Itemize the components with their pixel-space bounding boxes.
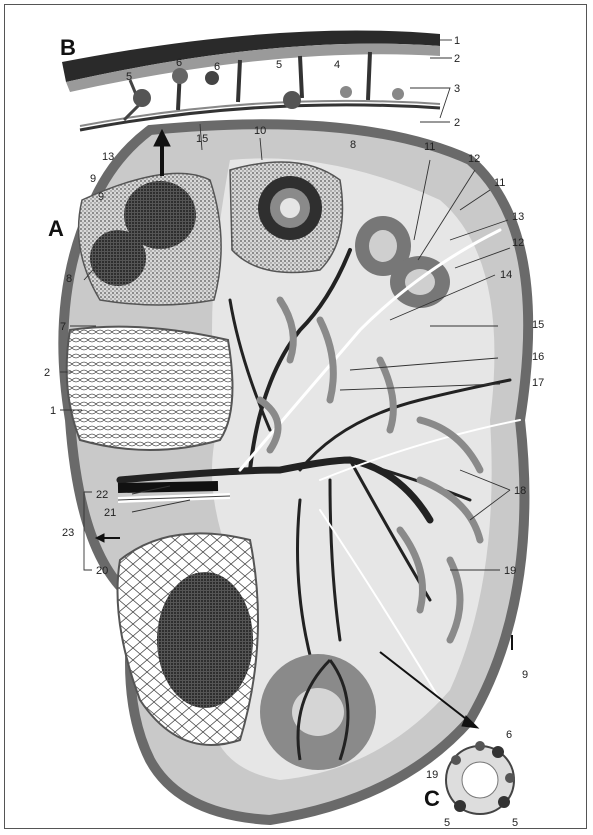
label-21: 21 (104, 507, 116, 519)
label-23: 23 (62, 527, 74, 539)
label-12-a: 12 (468, 153, 480, 165)
label-1-top: 1 (454, 35, 460, 47)
label-9-bottom: 9 (522, 669, 528, 681)
panel-label-b: B (60, 35, 76, 60)
label-2-top: 2 (454, 53, 460, 65)
label-2-mid: 2 (454, 117, 460, 129)
label-2-left: 2 (44, 367, 50, 379)
lower-follicle (260, 654, 376, 770)
label-11-b: 11 (494, 177, 505, 189)
label-20: 20 (96, 565, 108, 577)
label-19: 19 (504, 565, 516, 577)
label-16: 16 (532, 351, 544, 363)
label-17: 17 (532, 377, 544, 389)
panel-c-cells (446, 741, 515, 814)
panel-label-a: A (48, 216, 64, 241)
label-3: 3 (454, 83, 460, 95)
label-9-left: 9 (98, 191, 104, 203)
label-13-top: 13 (102, 151, 114, 163)
label-5-d: 5 (512, 817, 518, 829)
label-15-top: 15 (196, 133, 208, 145)
label-18: 18 (514, 485, 526, 497)
label-5-a: 5 (126, 71, 132, 83)
label-4: 4 (334, 59, 340, 71)
label-9-top: 9 (90, 173, 96, 185)
label-7: 7 (60, 321, 66, 333)
capsule-strip-b (62, 31, 440, 131)
label-19-c: 19 (426, 769, 438, 781)
label-14: 14 (500, 269, 512, 281)
label-8-left: 8 (66, 273, 72, 285)
label-10: 10 (254, 125, 266, 137)
label-5-c: 5 (444, 817, 450, 829)
label-6-a: 6 (176, 57, 182, 69)
label-1-left: 1 (50, 405, 56, 417)
label-5-b: 5 (276, 59, 282, 71)
panel-label-c: C (424, 786, 440, 811)
label-22: 22 (96, 489, 108, 501)
label-15-right: 15 (532, 319, 544, 331)
label-6-b: 6 (214, 61, 220, 73)
label-13-right: 13 (512, 211, 524, 223)
label-11-a: 11 (424, 141, 435, 153)
label-12-b: 12 (512, 237, 524, 249)
label-6-c: 6 (506, 729, 512, 741)
label-8-top: 8 (350, 139, 356, 151)
